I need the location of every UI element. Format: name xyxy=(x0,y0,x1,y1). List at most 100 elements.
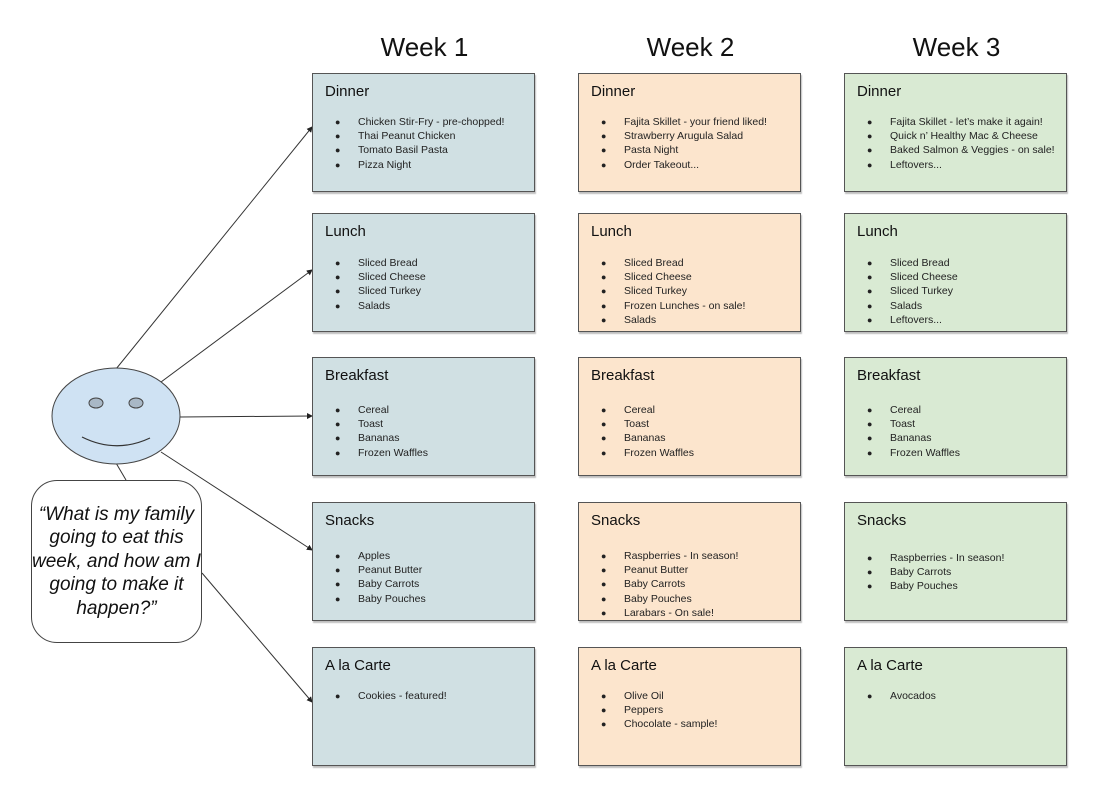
list-item-text: Cookies - featured! xyxy=(358,690,447,702)
list-item: ● Salads xyxy=(591,313,745,327)
arrow-to-lunch xyxy=(160,269,313,383)
bullet-icon: ● xyxy=(601,447,607,458)
list-item-text: Frozen Waffles xyxy=(624,446,695,459)
list-item-text: Raspberries - In season! xyxy=(890,552,1005,564)
list-item-text: Chocolate - sample! xyxy=(624,718,718,731)
list-item: ●Cereal xyxy=(325,403,428,417)
list-item-text: Fajita Skillet - let’s make it again! xyxy=(890,116,1043,128)
list-item: ●Sliced Cheese xyxy=(857,270,958,284)
list-item: ●Baby Pouches xyxy=(857,579,1004,593)
card-week-2-lunch: Lunch●Sliced Bread●Sliced Cheese●Sliced … xyxy=(578,213,801,332)
bullet-icon: ● xyxy=(867,131,873,142)
list-item: ●Salads xyxy=(857,299,958,313)
list-item: ●Toast xyxy=(857,417,960,431)
list-item: ●Peanut Butter xyxy=(325,563,426,577)
bullet-icon: ● xyxy=(867,258,873,268)
list-item: ● Frozen Waffles xyxy=(591,446,694,460)
list-item-text: Salads xyxy=(624,313,657,326)
item-list: ● Sliced Bread●Sliced Cheese●Sliced Turke… xyxy=(325,256,426,313)
item-list: ●Cereal●Toast●Bananas●Frozen Waffles xyxy=(325,403,428,460)
card-week-1-breakfast: Breakfast●Cereal●Toast●Bananas●Frozen Wa… xyxy=(312,357,535,476)
bullet-icon: ● xyxy=(335,433,341,444)
list-item: ●Chicken Stir-Fry - pre-chopped! xyxy=(325,115,504,129)
bullet-icon: ● xyxy=(335,117,341,127)
bullet-icon: ● xyxy=(601,314,607,325)
list-item: ●Sliced Cheese xyxy=(325,270,426,284)
list-item: ● Leftovers... xyxy=(857,313,958,327)
list-item: ●Sliced Bread xyxy=(857,256,958,270)
list-item-text: Peanut Butter xyxy=(358,564,423,577)
list-item: ●Order Takeout... xyxy=(591,158,767,172)
bullet-icon: ● xyxy=(867,300,873,311)
list-item: ●Tomato Basil Pasta xyxy=(325,143,504,157)
card-week-1-snacks: Snacks●Apples●Peanut Butter●Baby Carrots… xyxy=(312,502,535,621)
bullet-icon: ● xyxy=(601,159,607,170)
list-item: ●Toast xyxy=(591,417,694,431)
item-list: ●Fajita Skillet - let’s make it again!●Q… xyxy=(857,115,1055,172)
bullet-icon: ● xyxy=(601,117,607,127)
list-item: ●Baked Salmon & Veggies - on sale! xyxy=(857,143,1055,157)
list-item: ●Larabars - On sale! xyxy=(591,606,738,620)
list-item: ●Baby Carrots xyxy=(591,577,738,591)
list-item-text: Toast xyxy=(890,418,916,431)
list-item-text: Baby Pouches xyxy=(890,580,958,593)
list-item: ●Salads xyxy=(325,299,426,313)
bullet-icon: ● xyxy=(601,286,607,297)
card-title: Dinner xyxy=(591,83,636,100)
arrow-to-a-la-carte xyxy=(201,572,313,703)
bullet-icon: ● xyxy=(601,705,607,716)
bullet-icon: ● xyxy=(335,258,341,268)
speech-bubble-text: “What is my family going to eat this wee… xyxy=(32,503,201,619)
list-item-text: Bananas xyxy=(358,432,400,445)
card-title: A la Carte xyxy=(325,657,391,674)
card-title: Breakfast xyxy=(325,367,389,384)
card-title: A la Carte xyxy=(857,657,923,674)
card-week-3-lunch: Lunch ●Sliced Bread●Sliced Cheese ● Sliced … xyxy=(844,213,1067,332)
bullet-icon: ● xyxy=(867,567,873,578)
bullet-icon: ● xyxy=(867,433,873,444)
speech-bubble: “What is my family going to eat this wee… xyxy=(31,480,202,643)
list-item: ● Baby Carrots xyxy=(857,565,1004,579)
item-list: ●Cereal●Toast●Bananas●Frozen Waffles xyxy=(591,403,694,460)
card-title: Breakfast xyxy=(857,367,921,384)
bullet-icon: ● xyxy=(335,551,341,561)
list-item: ●Raspberries - In season! xyxy=(857,551,1004,565)
bullet-icon: ● xyxy=(335,579,341,590)
item-list: ●Raspberries - In season!●Peanut Butter●… xyxy=(591,549,738,620)
list-item-text: Sliced Bread xyxy=(358,257,418,269)
card-week-2-breakfast: Breakfast●Cereal●Toast●Bananas●Frozen Wa… xyxy=(578,357,801,476)
list-item-text: Avocados xyxy=(890,690,936,702)
list-item: ●Sliced Turkey xyxy=(591,284,745,298)
list-item-text: Bananas xyxy=(624,432,666,445)
list-item-text: Sliced Bread xyxy=(624,257,684,269)
list-item-text: Leftovers... xyxy=(890,313,942,326)
list-item-text: Sliced Turkey xyxy=(358,285,422,298)
arrow-to-breakfast xyxy=(179,413,313,420)
list-item-text: Baby Carrots xyxy=(890,566,952,579)
card-title: Lunch xyxy=(857,223,898,240)
bullet-icon: ● xyxy=(601,258,607,268)
bullet-icon: ● xyxy=(601,419,607,430)
bullet-icon: ● xyxy=(335,145,341,156)
list-item-text: Sliced Turkey xyxy=(890,285,954,298)
list-item: ●Olive Oil xyxy=(591,689,717,703)
bullet-icon: ● xyxy=(867,314,873,325)
bullet-icon: ● xyxy=(867,691,873,701)
list-item: ●Sliced Turkey xyxy=(325,284,426,298)
list-item-text: Cereal xyxy=(890,404,921,416)
bullet-icon: ● xyxy=(867,117,873,127)
list-item-text: Baby Pouches xyxy=(358,592,426,605)
bullet-icon: ● xyxy=(335,691,341,701)
bullet-icon: ● xyxy=(601,131,607,142)
list-item: ● Bananas xyxy=(325,431,428,445)
list-item-text: Peanut Butter xyxy=(624,564,689,577)
list-item: ●Peppers xyxy=(591,703,717,717)
bullet-icon: ● xyxy=(601,551,607,561)
list-item-text: Sliced Cheese xyxy=(624,271,692,284)
card-title: A la Carte xyxy=(591,657,657,674)
list-item: ●Frozen Waffles xyxy=(857,446,960,460)
bullet-icon: ● xyxy=(601,433,607,444)
card-week-1-dinner: Dinner●Chicken Stir-Fry - pre-chopped!●T… xyxy=(312,73,535,192)
list-item-text: Leftovers... xyxy=(890,158,942,171)
week-2-heading: Week 2 xyxy=(646,32,735,62)
